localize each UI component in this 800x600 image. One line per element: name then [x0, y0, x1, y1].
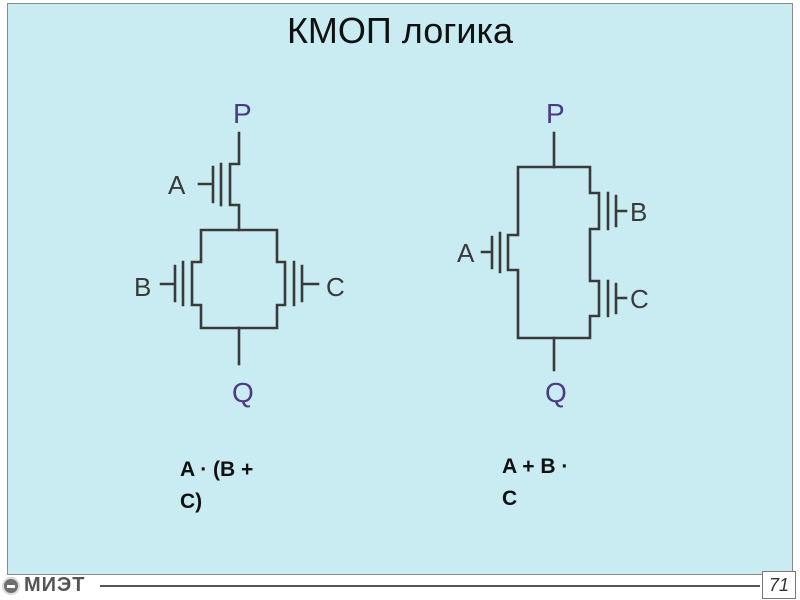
right-transistor-a [480, 231, 502, 274]
left-gate-c-label: C [326, 272, 345, 302]
left-parallel-block [190, 228, 287, 330]
left-formula-line1: A · (B + [180, 458, 254, 481]
left-circuit: P A B C Q [134, 98, 345, 408]
left-wire-top [228, 131, 241, 232]
footer-line [100, 585, 760, 587]
right-transistor-c [606, 279, 628, 318]
left-formula-line2: C) [180, 490, 203, 513]
footer-logo: МИЭТ [2, 574, 85, 597]
right-terminal-p: P [546, 98, 565, 129]
left-gate-b-label: B [134, 272, 151, 302]
left-terminal-p: P [233, 98, 252, 129]
left-transistor-b [159, 260, 185, 307]
right-gate-c-label: C [630, 284, 649, 314]
left-terminal-q: Q [232, 377, 254, 408]
page-number: 71 [762, 571, 796, 599]
left-formula: A · (B + C) [180, 454, 253, 518]
right-formula-line1: A + B · [502, 455, 569, 478]
slide-frame [7, 3, 793, 575]
left-gate-a-label: A [168, 170, 186, 200]
right-circuit: P A B C Q [457, 98, 649, 408]
right-outer-loop [506, 165, 601, 340]
logo-text: МИЭТ [24, 574, 86, 596]
right-transistor-b [606, 191, 628, 231]
right-gate-b-label: B [630, 197, 647, 227]
right-formula-line2: C [502, 487, 518, 510]
logo-emblem-icon [2, 576, 20, 595]
left-transistor-a-gate [197, 165, 215, 204]
left-transistor-c [292, 260, 320, 307]
right-formula: A + B · C [502, 451, 568, 515]
right-gate-a-label: A [457, 238, 475, 268]
slide-title: КМОП логика [286, 10, 514, 51]
right-terminal-q: Q [545, 377, 567, 408]
